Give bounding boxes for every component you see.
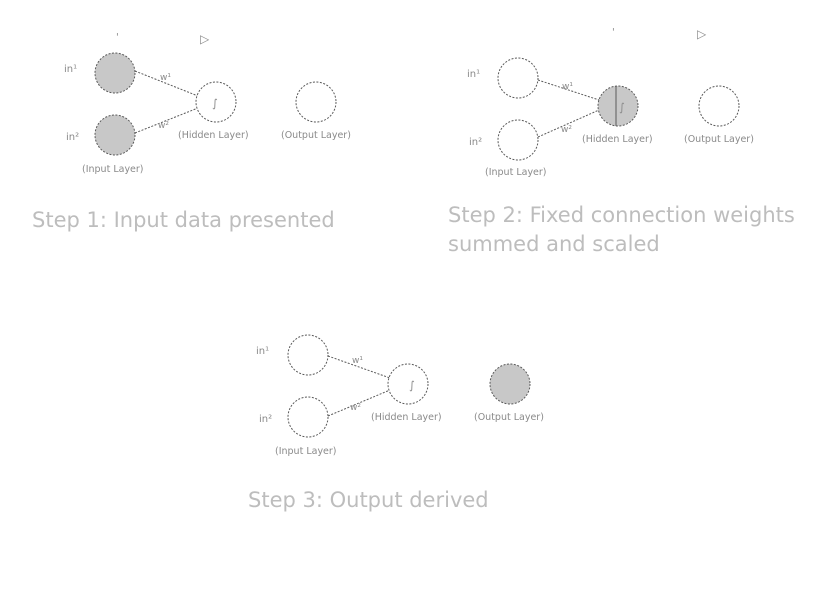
step-2-input-node-1	[497, 57, 539, 99]
step-3-edge-1	[327, 355, 391, 379]
step-2-tick-mark: '	[612, 27, 615, 38]
step-2-input-layer-label: (Input Layer)	[485, 167, 547, 178]
step-3-hidden-layer-label: (Hidden Layer)	[371, 412, 442, 423]
step-1-activation-symbol: ∫	[212, 97, 218, 110]
step-3-output-layer-label: (Output Layer)	[474, 412, 544, 423]
step-1-hidden-layer-label: (Hidden Layer)	[178, 130, 249, 141]
step-3-input-node-1	[287, 334, 329, 376]
step-1-tick-mark: '	[116, 32, 119, 43]
step-3-hidden-node	[387, 363, 429, 405]
step-3-input-layer-label: (Input Layer)	[275, 446, 337, 457]
step-2-output-node	[698, 85, 740, 127]
step-2-activation-symbol: ∫	[619, 101, 625, 114]
step-1-weight-label-2: w²	[158, 121, 169, 131]
step-2-weight-label-2: w²	[561, 125, 572, 135]
step-2-output-layer-label: (Output Layer)	[684, 134, 754, 145]
step-2-weight-label-1: w¹	[562, 82, 573, 92]
step-2-hidden-node	[597, 85, 639, 127]
step-3-activation-symbol: ∫	[409, 379, 415, 392]
step-3-edge-2	[327, 389, 391, 417]
step-3-network: in¹ in² w¹ w² ∫ (Hidden Layer) (Output L…	[256, 334, 544, 457]
step-1-input-node-1	[94, 52, 136, 94]
step-1-input-node-2	[94, 114, 136, 156]
step-2-network: ' ▷ in¹ in² w¹ w² ∫ (Hidden Layer) (Outp…	[467, 27, 754, 178]
step-1-caption: Step 1: Input data presented	[32, 208, 335, 232]
step-3-output-node	[489, 363, 531, 405]
step-2-hidden-layer-label: (Hidden Layer)	[582, 134, 653, 145]
step-3-weight-label-1: w¹	[352, 356, 363, 366]
step-2-caption: Step 2: Fixed connection weights summed …	[448, 203, 795, 256]
step-2-edge-2	[537, 109, 600, 138]
step-2-arrow-icon: ▷	[697, 27, 707, 41]
step-2-input-label-1: in¹	[467, 69, 480, 80]
step-1-edge-2	[134, 107, 199, 134]
step-2-input-node-2	[497, 119, 539, 161]
step-1-output-node	[295, 81, 337, 123]
step-1-edge-1	[134, 70, 199, 97]
step-1-arrow-icon: ▷	[200, 32, 210, 46]
step-1-input-label-1: in¹	[64, 64, 77, 75]
step-1-input-label-2: in²	[66, 132, 79, 143]
step-1-hidden-node	[195, 81, 237, 123]
step-3-caption: Step 3: Output derived	[248, 488, 489, 512]
step-1-input-layer-label: (Input Layer)	[82, 164, 144, 175]
step-3-input-node-2	[287, 396, 329, 438]
step-1-output-layer-label: (Output Layer)	[281, 130, 351, 141]
step-2-input-label-2: in²	[469, 137, 482, 148]
step-3-weight-label-2: w²	[350, 403, 361, 413]
step-3-input-label-1: in¹	[256, 346, 269, 357]
step-2-edge-1	[537, 79, 600, 101]
step-1-network: ' ▷ in¹ in² w¹ w² ∫ (Hidden Layer) (Outp…	[64, 32, 351, 175]
step-3-input-label-2: in²	[259, 414, 272, 425]
step-1-weight-label-1: w¹	[160, 73, 171, 83]
